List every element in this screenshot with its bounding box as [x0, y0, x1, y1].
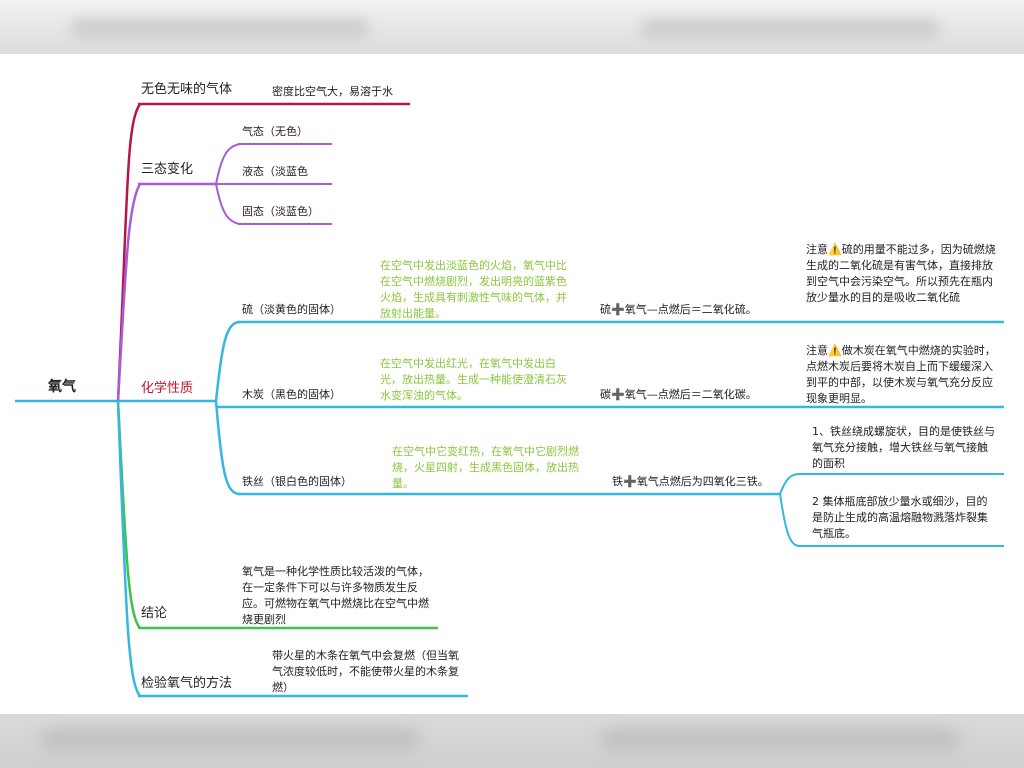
connector-b2-gas [215, 143, 241, 185]
branch-three-states: 三态变化 [141, 162, 194, 177]
state-solid: 固态（淡蓝色） [242, 205, 319, 218]
test-method-text: 带火星的木条在氧气中会复燃（但当氧气浓度较低时，不能使带火星的木条复燃） [272, 649, 459, 694]
bottom-blur-band [0, 714, 1024, 768]
sulfur-label: 硫（淡黄色的固体） [242, 303, 341, 316]
conclusion-text: 氧气是一种化学性质比较活泼的气体，在一定条件下可以与许多物质发生反应。可燃物在氧… [242, 565, 429, 626]
mindmap-connectors [15, 102, 1004, 698]
branch-colorless-odorless: 无色无味的气体 [141, 82, 233, 97]
connector-iron-note1 [779, 473, 801, 495]
connector-iron-note2 [779, 493, 801, 547]
sulfur-equation: 硫➕氧气—点燃后＝二氧化硫。 [600, 303, 757, 316]
charcoal-label: 木炭（黑色的固体） [242, 388, 341, 401]
iron-phenomenon: 在空气中它变红热，在氧气中它剧烈燃烧，火星四射，生成黑色固体，放出热量。 [392, 445, 579, 490]
root-node-oxygen: 氧气 [48, 379, 76, 395]
branch-chemical-properties: 化学性质 [141, 381, 194, 396]
connector-b2-solid [215, 183, 241, 225]
state-liquid: 液态（淡蓝色 [242, 165, 308, 178]
branch-conclusion: 结论 [141, 606, 168, 621]
mindmap-canvas: 氧气 无色无味的气体 密度比空气大，易溶于水 三态变化 气态（无色） 液态（淡蓝… [0, 54, 1024, 714]
iron-note-water-sand: 2 集体瓶底部放少量水或细沙，目的是防止生成的高温熔融物溅落炸裂集气瓶底。 [812, 495, 988, 540]
density-solubility-text: 密度比空气大，易溶于水 [272, 85, 393, 98]
charcoal-equation: 碳➕氧气—点燃后＝二氧化碳。 [600, 388, 757, 401]
connector-b3-sulfur [214, 320, 241, 402]
sulfur-phenomenon: 在空气中发出淡蓝色的火焰，氧气中比在空气中燃烧剧烈，发出明亮的蓝紫色火焰，生成具… [380, 259, 567, 320]
connector-b2 [116, 183, 142, 402]
state-gas: 气态（无色） [242, 125, 308, 138]
sulfur-caution-note: 注意⚠️硫的用量不能过多，因为硫燃烧生成的二氧化硫是有害气体，直接排放到空气中会… [806, 243, 996, 304]
iron-equation: 铁➕氧气点燃后为四氧化三铁。 [612, 475, 769, 488]
branch-test-method: 检验氧气的方法 [141, 676, 233, 691]
charcoal-caution-note: 注意⚠️做木炭在氧气中燃烧的实验时，点燃木炭后要将木炭自上而下缓缓深入到平的中部… [806, 344, 996, 405]
top-blur-band [0, 0, 1024, 54]
connector-b5 [116, 400, 142, 697]
charcoal-phenomenon: 在空气中发出红光，在氧气中发出白光，放出热量。生成一种能使澄清石灰水变浑浊的气体… [380, 357, 567, 402]
connector-b3-iron [214, 400, 241, 496]
iron-note-spiral: 1、铁丝绕成螺旋状，目的是使铁丝与氧气充分接触，增大铁丝与氧气接触的面积 [812, 425, 995, 470]
iron-label: 铁丝（银白色的固体） [242, 475, 352, 488]
